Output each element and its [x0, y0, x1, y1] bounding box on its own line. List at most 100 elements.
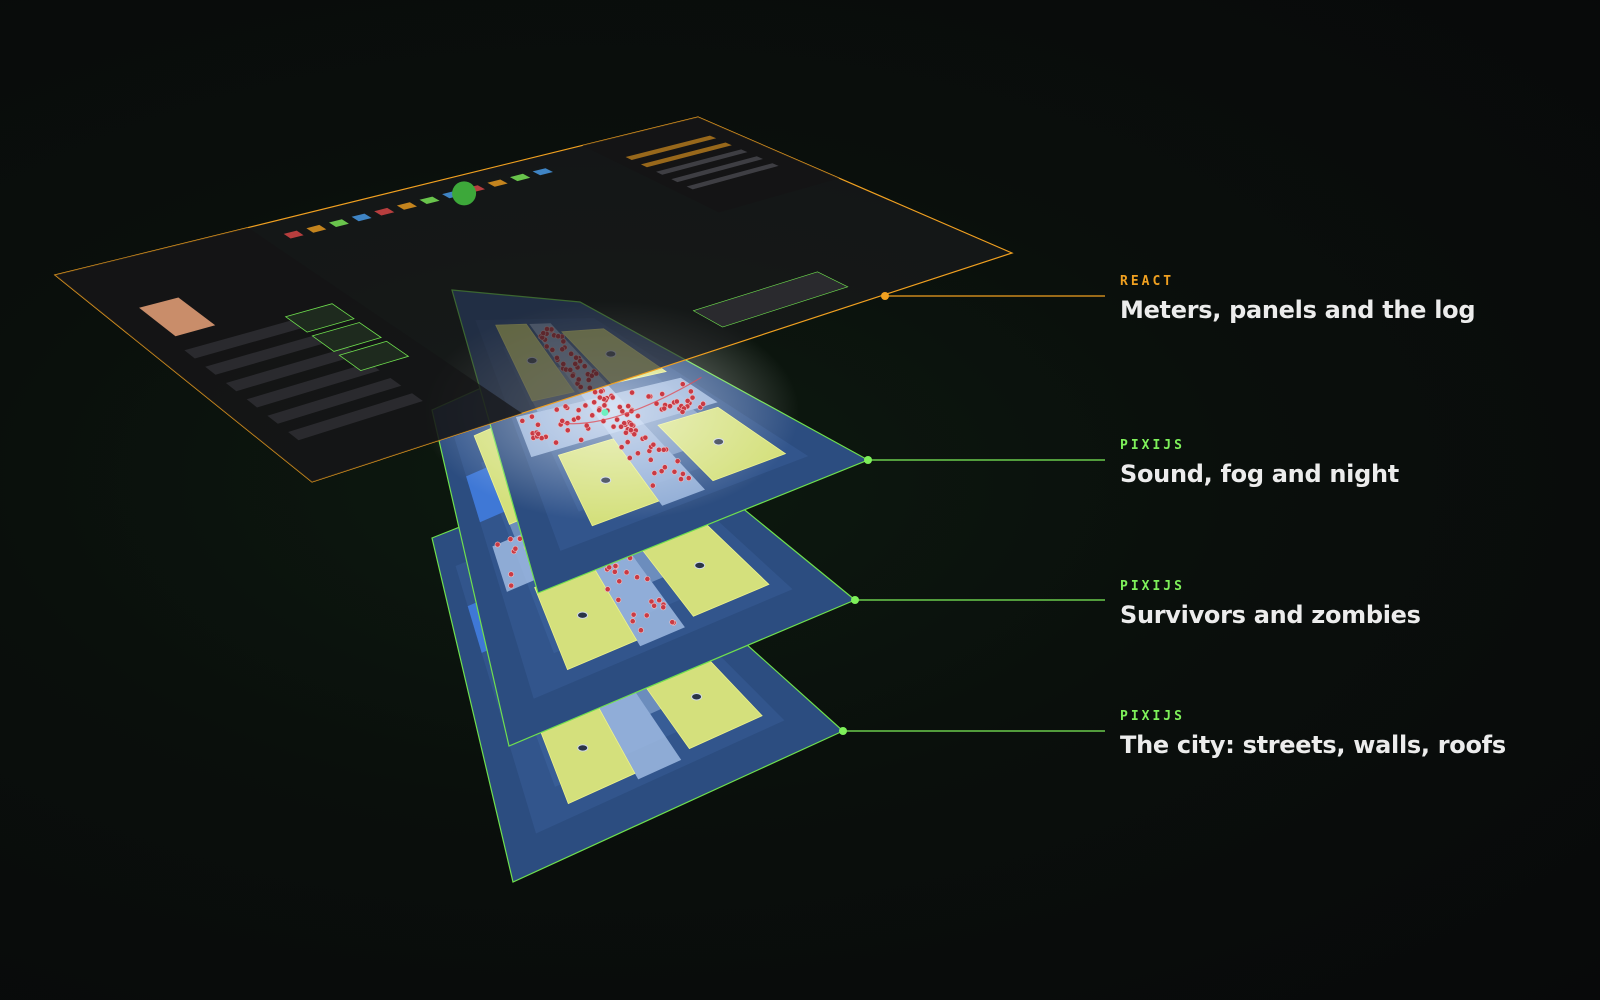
ui-sidebar-row [267, 378, 402, 424]
zombie-marker-icon [598, 388, 604, 395]
zombie-marker-icon [553, 439, 559, 446]
zombie-marker-icon [667, 403, 673, 410]
layer-tag-react: REACT [1120, 274, 1175, 289]
zombie-marker-icon [700, 400, 706, 407]
zombie-marker-icon [685, 475, 692, 482]
zombie-marker-icon [635, 413, 641, 419]
zombie-marker-icon [616, 404, 623, 410]
ui-minimap-icon [452, 181, 477, 206]
layer-tag-pixi-fog: PIXIJS [1120, 438, 1185, 453]
vent-icon [694, 561, 706, 570]
zombie-marker-icon [591, 399, 598, 406]
layer-title-actors: Survivors and zombies [1120, 601, 1421, 629]
zombie-marker-icon [645, 393, 652, 400]
zombie-marker-icon [621, 420, 628, 427]
zombie-marker-icon [688, 388, 694, 395]
zombie-marker-icon [612, 563, 619, 569]
label-react-layer: REACT Meters, panels and the log [1120, 274, 1476, 324]
zombie-marker-icon [674, 458, 681, 465]
ui-survivor-card [338, 340, 410, 372]
zombie-marker-icon [671, 468, 678, 475]
zombie-marker-icon [635, 450, 641, 457]
zombie-marker-icon [625, 403, 632, 409]
ui-meter [283, 230, 304, 239]
zombie-marker-icon [680, 470, 686, 477]
vent-icon [691, 693, 703, 701]
ui-meter [510, 173, 531, 182]
zombie-marker-icon [669, 619, 676, 626]
ui-meter [351, 213, 372, 222]
zombie-marker-icon [648, 598, 655, 605]
ui-sidebar-row [205, 332, 337, 375]
ui-meter [374, 207, 395, 216]
zombie-marker-icon [661, 405, 668, 412]
zombie-marker-icon [538, 435, 545, 441]
zombie-marker-icon [583, 422, 590, 429]
zombie-marker-icon [634, 574, 640, 581]
zombie-marker-icon [656, 597, 663, 604]
zombie-marker-icon [629, 389, 635, 396]
zombie-marker-icon [578, 437, 585, 443]
zombie-marker-icon [507, 536, 514, 543]
zombie-marker-icon [564, 427, 571, 434]
zombie-marker-icon [660, 604, 667, 611]
zombie-marker-icon [519, 417, 526, 424]
zombie-marker-icon [684, 398, 691, 404]
zombie-marker-icon [624, 439, 631, 446]
zombie-marker-icon [661, 464, 668, 471]
connector-dot-icon [851, 596, 859, 604]
zombie-marker-icon [610, 423, 617, 430]
ui-log-panel [582, 117, 840, 213]
zombie-marker-icon [619, 408, 626, 415]
zombie-marker-icon [647, 456, 654, 463]
layer-title-fog: Sound, fog and night [1120, 460, 1399, 488]
zombie-marker-icon [512, 545, 519, 552]
zombie-marker-icon [614, 416, 620, 423]
zombie-marker-icon [623, 569, 630, 576]
ui-log-line [671, 156, 763, 183]
zombie-marker-icon [596, 407, 603, 414]
ui-meter [487, 179, 508, 187]
zombie-marker-icon [601, 402, 608, 409]
zombie-marker-icon [679, 381, 686, 388]
zombie-marker-icon [611, 568, 618, 575]
zombie-marker-icon [582, 402, 589, 409]
ui-sidebar [55, 227, 522, 482]
zombie-marker-icon [529, 413, 535, 420]
ui-log-line [625, 135, 717, 160]
zombie-marker-icon [562, 403, 569, 410]
zombie-marker-icon [618, 423, 624, 430]
zombie-marker-icon [638, 627, 644, 634]
zombie-marker-icon [618, 444, 625, 451]
layer-title-ui: Meters, panels and the log [1120, 296, 1476, 324]
ui-sidebar-row [246, 362, 380, 408]
zombie-marker-icon [626, 455, 633, 461]
zombie-marker-icon [553, 406, 560, 413]
zombie-marker-icon [642, 434, 649, 441]
ui-action-bar [692, 271, 849, 328]
zombie-marker-icon [604, 586, 611, 593]
sound-radius [563, 376, 702, 425]
zombie-marker-icon [629, 618, 636, 625]
zombie-marker-icon [589, 412, 596, 419]
zombie-marker-icon [616, 578, 623, 585]
zombie-marker-icon [623, 429, 629, 436]
ui-meter [532, 168, 553, 176]
zombie-marker-icon [660, 446, 667, 453]
survivor-marker-icon [601, 408, 609, 416]
zombie-marker-icon [494, 541, 501, 548]
zombie-marker-icon [689, 394, 696, 401]
connector-dot-icon [839, 727, 847, 735]
zombie-marker-icon [651, 602, 658, 609]
ui-meter [396, 202, 417, 210]
ui-log-line [686, 163, 779, 190]
zombie-marker-icon [643, 612, 650, 619]
ui-sidebar-row [184, 316, 316, 359]
ui-log-line [656, 149, 748, 175]
zombie-marker-icon [575, 415, 582, 421]
ui-log-line [640, 142, 732, 168]
zombie-marker-icon [628, 421, 635, 428]
zombie-marker-icon [644, 576, 651, 582]
zombie-marker-icon [631, 431, 638, 438]
